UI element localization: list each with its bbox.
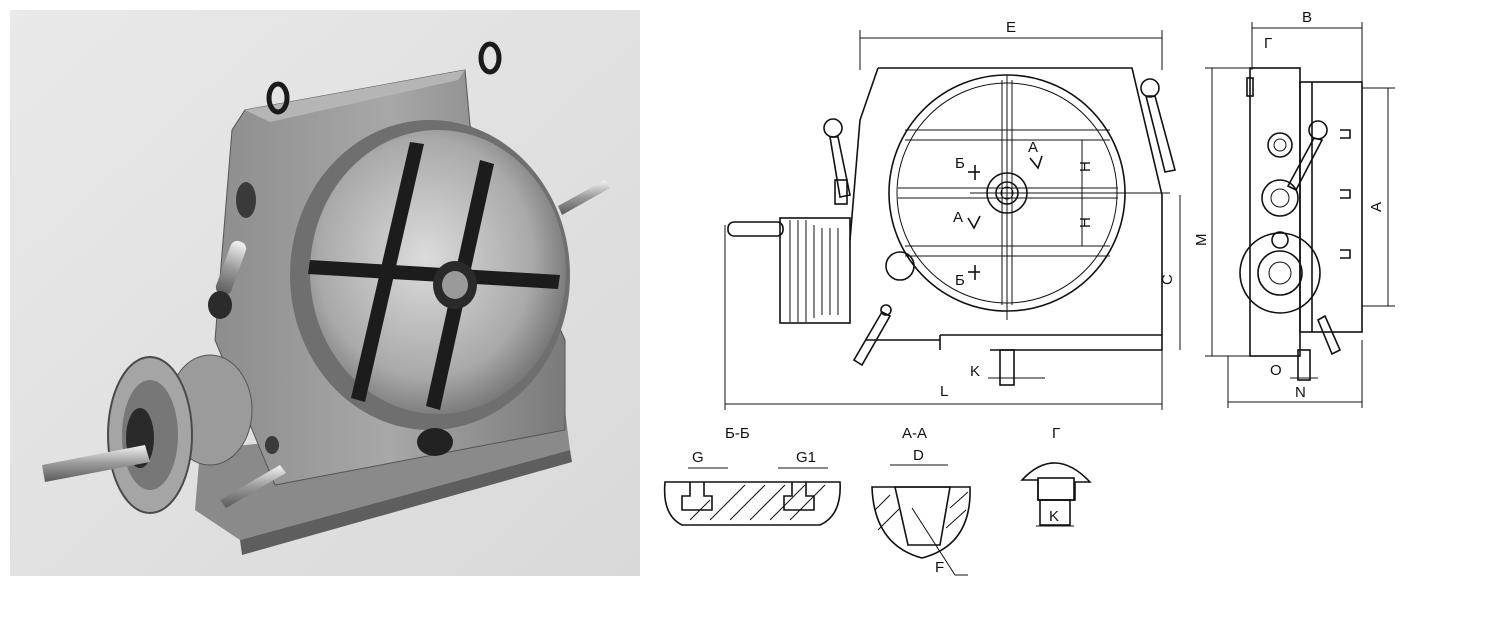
dim-K2: K: [1049, 508, 1059, 525]
dim-G: G: [692, 449, 704, 466]
dim-G-cyr: Г: [1264, 35, 1272, 52]
section-mark-Be-top: Б: [955, 155, 965, 172]
detail-g-title: Г: [1052, 425, 1060, 442]
dim-D: D: [913, 447, 924, 464]
crank-rod: [42, 445, 150, 482]
section-mark-A-top: A: [1028, 139, 1038, 156]
dim-O: O: [1270, 362, 1282, 379]
dim-M: M: [1193, 234, 1210, 247]
technical-drawing: E H H Б Б A A: [663, 9, 1395, 576]
dim-N: N: [1295, 384, 1306, 401]
front-view: E H H Б Б A A: [724, 19, 1181, 410]
dim-C: C: [1159, 274, 1176, 285]
dim-B: B: [1302, 9, 1312, 26]
dim-A: A: [1368, 202, 1385, 212]
section-bb-title: Б-Б: [725, 425, 750, 442]
rotary-table-photo: [10, 10, 640, 576]
dim-L: L: [940, 383, 948, 400]
dim-E: E: [1006, 19, 1016, 36]
section-aa: А-А D F: [871, 425, 971, 576]
dim-H-lower: H: [1077, 217, 1094, 228]
dim-G1: G1: [796, 449, 816, 466]
dim-K: K: [970, 363, 980, 380]
dim-H-upper: H: [1077, 161, 1094, 172]
detail-g: Г K: [1020, 425, 1092, 527]
side-view: B Г M A O N: [1193, 9, 1395, 408]
dim-F: F: [935, 559, 944, 576]
section-mark-A-bottom: A: [953, 209, 963, 226]
section-bb: Б-Б G G1: [663, 425, 841, 526]
section-aa-title: А-А: [902, 425, 927, 442]
section-mark-Be-bottom: Б: [955, 272, 965, 289]
